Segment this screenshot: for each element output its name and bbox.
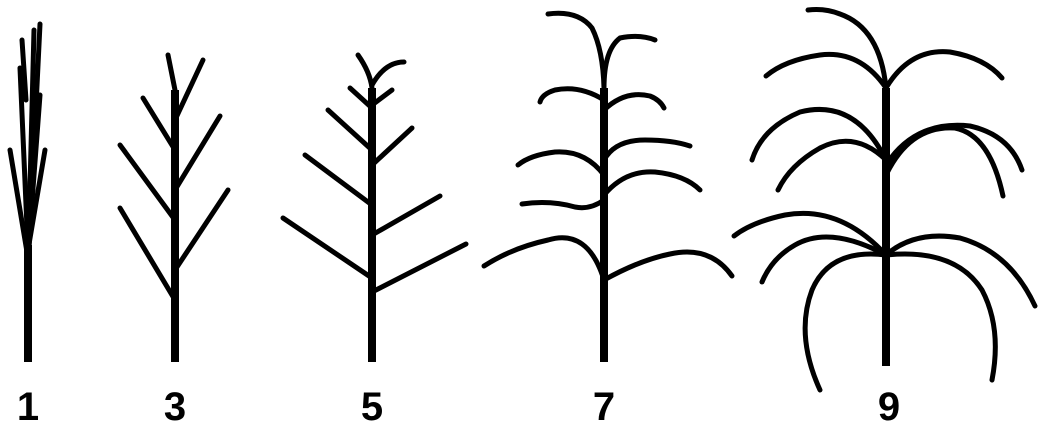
- plant-5-leaf: [372, 196, 440, 235]
- plant-7-leaf: [604, 252, 732, 280]
- plant-7-leaf: [484, 238, 604, 280]
- plant-9-leaf: [886, 254, 995, 380]
- plant-3-leaf: [168, 55, 175, 90]
- plant-5-leaf: [372, 62, 404, 85]
- plant-3-leaf: [120, 145, 175, 220]
- plant-9: 9: [734, 10, 1035, 422]
- plant-3-leaf: [175, 116, 220, 190]
- stage-label-1: 1: [17, 385, 39, 422]
- plant-5-leaf: [283, 218, 372, 278]
- plant-5-leaf: [372, 244, 466, 292]
- plant-5-leaf: [372, 128, 412, 165]
- stage-label-3: 3: [164, 385, 186, 422]
- plant-3-leaf: [175, 60, 203, 120]
- plant-9-leaf: [778, 141, 886, 190]
- plant-9-leaf: [762, 237, 886, 282]
- plant-9-leaf: [766, 54, 886, 88]
- plant-7: 7: [484, 13, 732, 422]
- plant-9-leaf: [886, 128, 1003, 196]
- plant-3: 3: [120, 55, 228, 422]
- plant-3-leaf: [175, 190, 228, 270]
- plant-7-leaf: [604, 36, 655, 88]
- plant-5-leaf: [328, 110, 372, 150]
- plant-7-leaf: [518, 152, 604, 175]
- stage-label-9: 9: [878, 385, 900, 422]
- plant-9-leaf: [886, 52, 1002, 88]
- plant-5-leaf: [305, 155, 372, 205]
- plant-1: 1: [10, 24, 45, 422]
- plant-5-leaf: [358, 55, 372, 88]
- plant-9-leaf: [752, 109, 886, 160]
- plant-7-leaf: [604, 95, 664, 110]
- stage-label-5: 5: [361, 385, 383, 422]
- plant-3-leaf: [143, 98, 175, 150]
- plant-7-leaf: [540, 89, 604, 102]
- plant-7-leaf: [604, 140, 690, 160]
- plant-7-leaf: [522, 200, 604, 208]
- plant-7-leaf: [604, 172, 700, 195]
- plant-3-leaf: [120, 208, 175, 300]
- plant-5: 5: [283, 55, 466, 422]
- plant-9-leaf: [805, 254, 886, 390]
- stage-label-7: 7: [593, 385, 615, 422]
- plant-9-leaf: [734, 213, 886, 255]
- plant-7-leaf: [548, 13, 604, 88]
